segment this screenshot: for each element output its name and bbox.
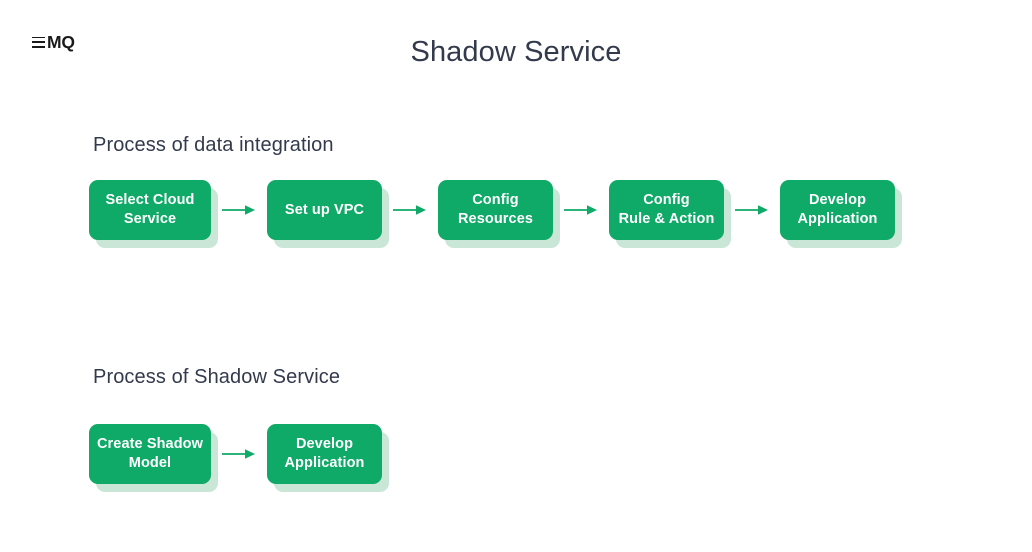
section-heading-shadow-service: Process of Shadow Service [93,366,341,388]
section-heading-data-integration: Process of data integration [93,134,334,156]
flow-step-label: Config Resources [438,180,553,240]
flow-step-label: Create Shadow Model [89,424,211,484]
flow-step[interactable]: Select Cloud Service [89,180,218,248]
arrow-right-icon [211,424,267,484]
flow-data-integration: Select Cloud Service Set up VPC Config Res… [89,180,902,248]
flow-step[interactable]: Config Resources [438,180,560,248]
flow-step-label: Develop Application [267,424,382,484]
flow-step-label: Develop Application [780,180,895,240]
arrow-right-icon [553,180,609,240]
arrow-right-icon [382,180,438,240]
arrow-right-icon [724,180,780,240]
flow-step-label: Select Cloud Service [89,180,211,240]
logo-text: MQ [47,32,75,52]
three-bars-e-icon [32,36,45,48]
flow-step[interactable]: Set up VPC [267,180,389,248]
flow-step[interactable]: Create Shadow Model [89,424,218,492]
arrow-right-icon [211,180,267,240]
flow-step-label: Set up VPC [267,180,382,240]
flow-step[interactable]: Config Rule & Action [609,180,731,248]
flow-step[interactable]: Develop Application [780,180,902,248]
flow-shadow-service: Create Shadow Model Develop Application [89,424,389,492]
emq-logo: MQ [32,32,75,52]
flow-step[interactable]: Develop Application [267,424,389,492]
flow-step-label: Config Rule & Action [609,180,724,240]
page-title: Shadow Service [410,36,622,68]
